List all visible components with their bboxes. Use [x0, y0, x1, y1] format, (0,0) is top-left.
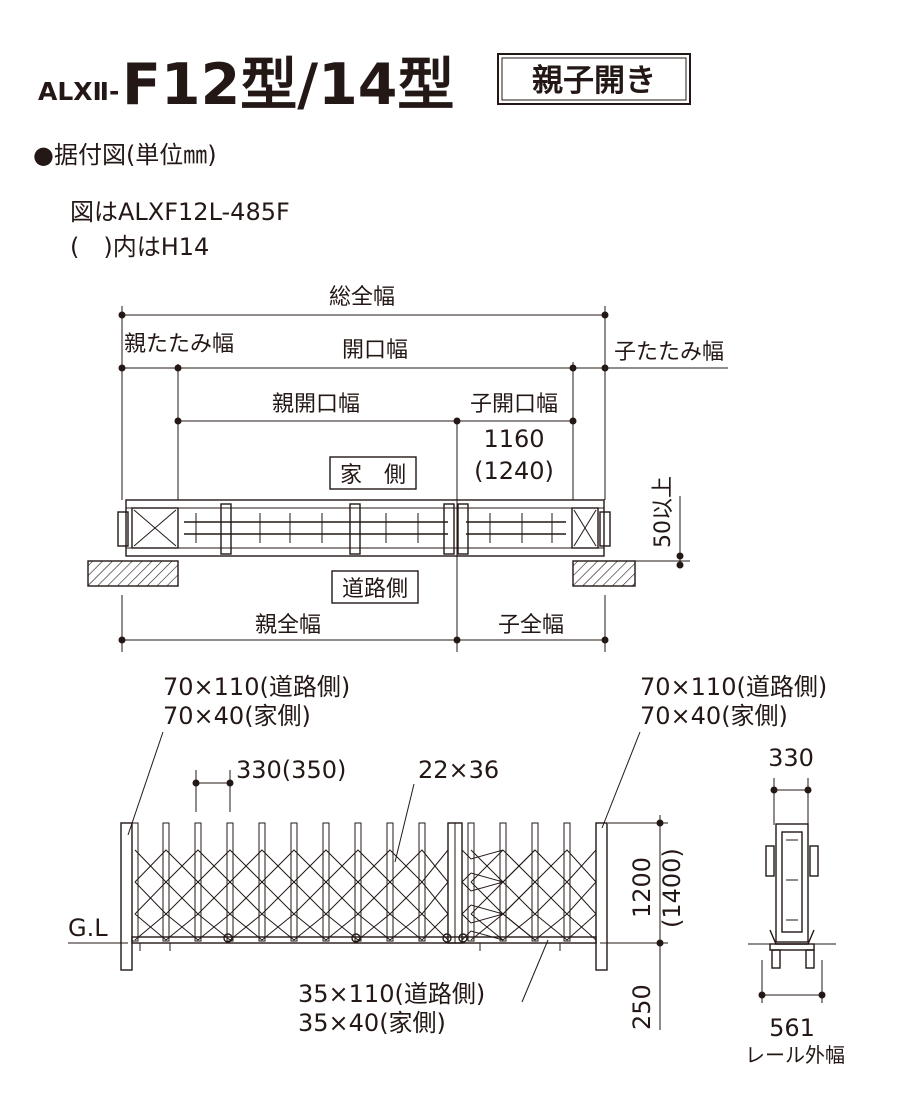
label-road-side: 道路側	[342, 577, 408, 602]
badge-box-inner	[501, 57, 687, 101]
badge-box	[497, 53, 691, 105]
dim-child-opening-value-h14: (1240)	[474, 457, 554, 485]
dim-clearance: 50以上	[651, 476, 676, 548]
title-prefix: ALXⅡ-	[38, 77, 119, 106]
note-model: 図はALXF12L-485F	[70, 198, 290, 226]
dim-child-opening-value: 1160	[483, 425, 544, 453]
dim-child-fold-width: 子たたみ幅	[614, 340, 724, 365]
side-view: 330 561 レール外幅	[745, 744, 845, 1067]
dim-embed-depth: 250	[628, 984, 656, 1030]
label-mid-post-line1: 35×110(道路側)	[298, 980, 485, 1008]
page-title: F12型/14型	[122, 52, 454, 118]
label-house-side: 家 側	[340, 463, 406, 488]
dim-child-opening-width: 子開口幅	[470, 392, 558, 417]
label-left-post-line1: 70×110(道路側)	[163, 673, 350, 701]
dim-parent-opening-width: 親開口幅	[272, 392, 360, 417]
plan-view: 総全幅 親たたみ幅 開口幅 子たたみ幅 親開口幅 子開口幅 1160 (1240…	[87, 285, 728, 652]
label-left-post-line2: 70×40(家側)	[163, 702, 311, 730]
dim-total-width: 総全幅	[329, 285, 395, 310]
label-pipe-size: 22×36	[418, 756, 499, 784]
dim-parent-total-width: 親全幅	[255, 613, 321, 638]
dim-child-total-width: 子全幅	[498, 613, 564, 638]
dim-pitch: 330(350)	[236, 756, 346, 784]
label-right-post-line2: 70×40(家側)	[640, 702, 788, 730]
label-mid-post-line2: 35×40(家側)	[298, 1009, 446, 1037]
label-ground-level: G.L	[68, 914, 108, 942]
section-heading: ●据付図(単位㎜)	[33, 141, 217, 169]
dim-opening-width: 開口幅	[342, 338, 408, 363]
dim-parent-fold-width: 親たたみ幅	[124, 332, 234, 357]
label-right-post-line1: 70×110(道路側)	[640, 673, 827, 701]
dim-height-h14: (1400)	[658, 848, 686, 928]
note-h14: ( )内はH14	[70, 233, 209, 261]
elevation-lattice	[134, 849, 597, 941]
dim-side-top-width: 330	[768, 744, 814, 772]
dim-rail-width: 561	[769, 1014, 815, 1042]
elevation-view: 70×110(道路側) 70×40(家側) 70×110(道路側) 70×40(…	[68, 673, 827, 1037]
dim-height: 1200	[628, 857, 656, 918]
plan-rollers	[220, 503, 469, 555]
badge-label: 親子開き	[532, 63, 656, 99]
label-rail-outer-width: レール外幅	[745, 1043, 845, 1067]
